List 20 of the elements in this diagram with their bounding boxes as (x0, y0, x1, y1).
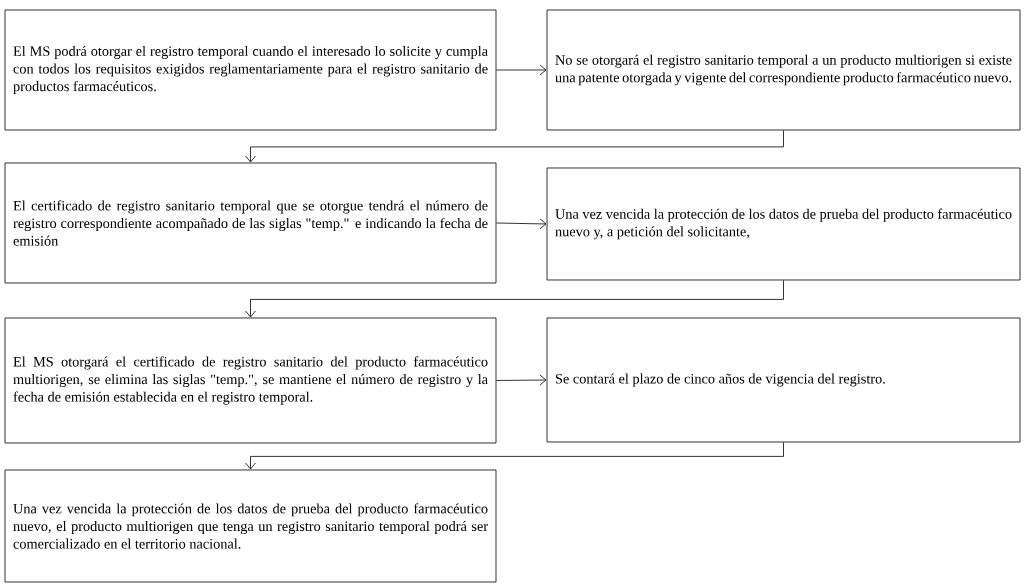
box-text: No se otorgará el registro sanitario temporal a un producto multiorigen si existe una patente otorgada y vigente del correspondiente producto farmacéutico nuevo. (555, 54, 1012, 86)
box-text: Una vez vencida la protección de los datos de prueba del producto farmacéutico nuevo, el producto multiorigen que tenga un registro sanitario temporal podrá ser comercializado en el territorio nacional. (13, 503, 488, 549)
arrow (245, 280, 784, 318)
process-box (4, 162, 497, 284)
arrow (496, 218, 547, 230)
box-text: El MS otorgará el certificado de registro sanitario del producto farmacéutico multiorigen, se elimina las siglas "temp.", se mantiene el número de registro y la fecha de emisión establecida en el registro temporal. (13, 356, 488, 405)
arrow (496, 374, 547, 386)
process-box (4, 317, 497, 444)
box-text: El MS podrá otorgar el registro temporal cuando el interesado lo solicite y cumpla con todos los requisitos exigidos reglamentariamente para el registro sanitario de productos farmacéuticos. (13, 45, 488, 95)
process-box (546, 167, 1021, 281)
arrow (496, 64, 547, 76)
box-text: Se contará el plazo de cinco años de vigencia del registro. (555, 373, 885, 387)
process-box (4, 9, 497, 131)
box-text: Una vez vencida la protección de los datos de prueba del producto farmacéutico nuevo y, a petición del solicitante, (555, 208, 1012, 240)
arrow (245, 130, 784, 163)
arrow (245, 442, 784, 470)
process-box (4, 469, 497, 583)
process-box (546, 9, 1021, 131)
process-box (546, 317, 1021, 443)
box-text: El certificado de registro sanitario temporal que se otorgue tendrá el número de registro correspondiente acompañado de las siglas "temp." e indicando la fecha de emisión (13, 200, 488, 246)
